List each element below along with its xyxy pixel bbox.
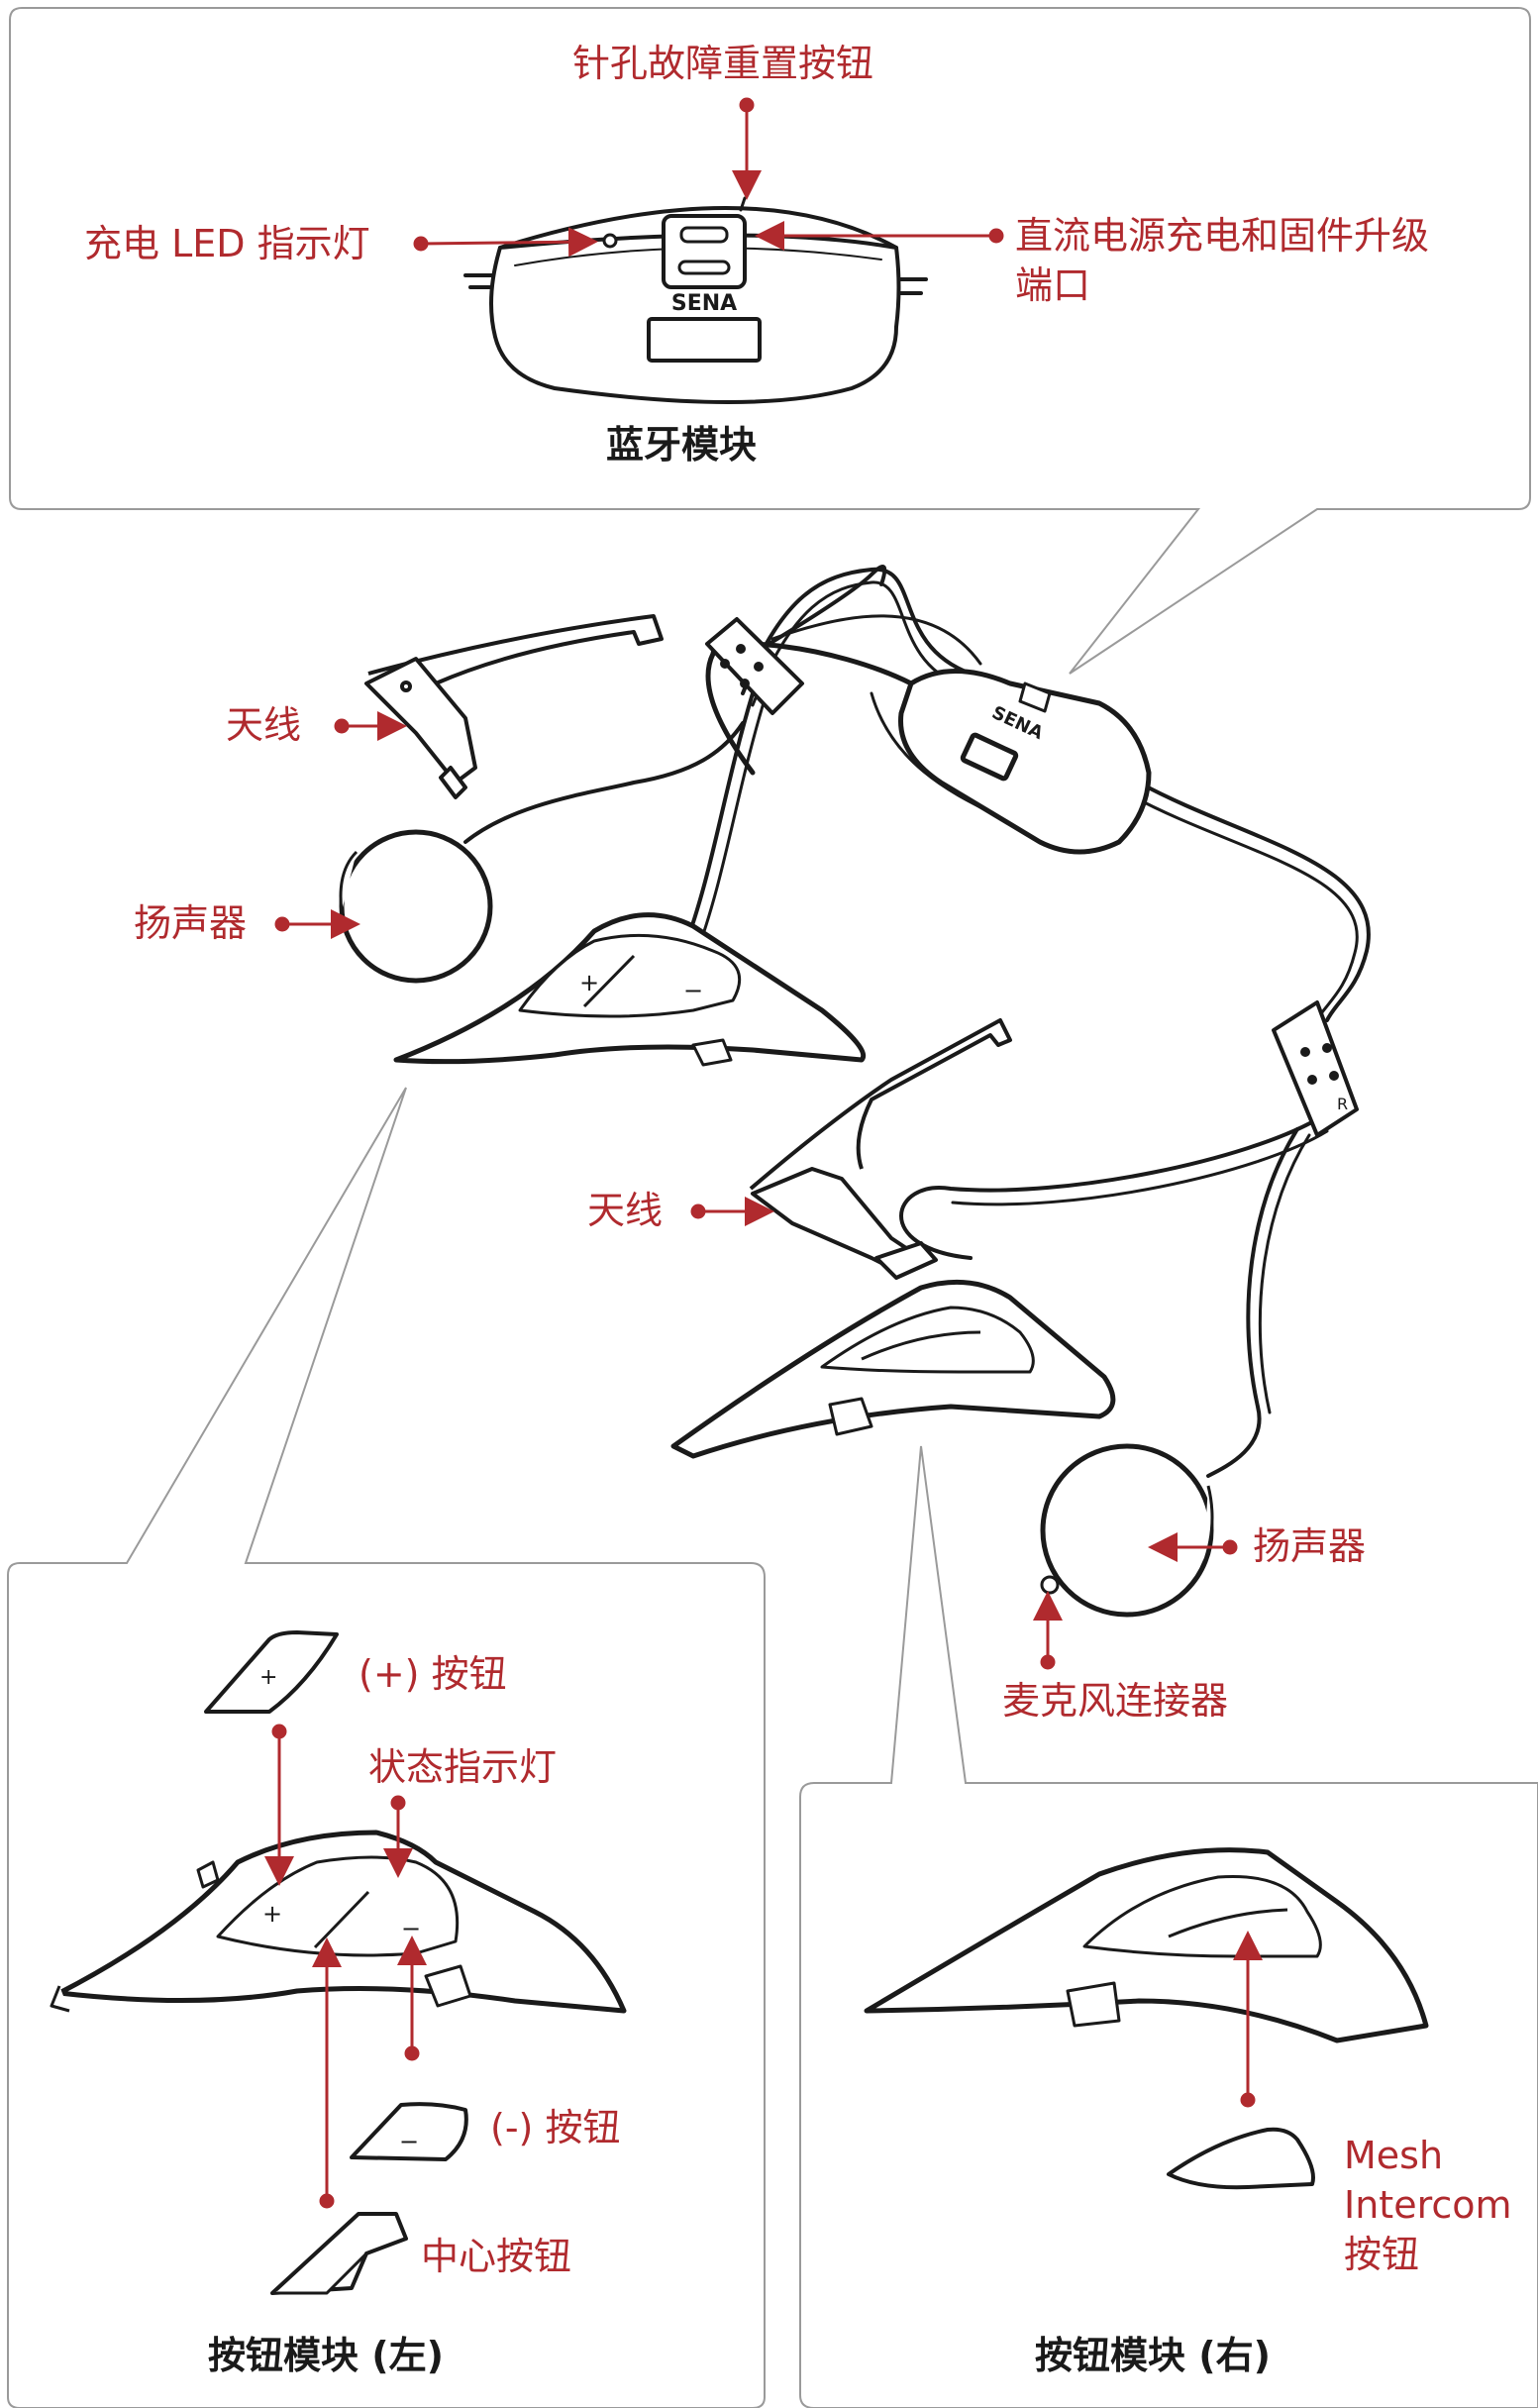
center-button-part	[270, 2212, 408, 2295]
mesh-label-line1: Mesh	[1344, 2134, 1444, 2177]
bluetooth-module-illustration	[463, 196, 928, 404]
right-antenna	[749, 1018, 1012, 1280]
left-speaker	[339, 829, 493, 984]
right-cable-clip: R	[1272, 1000, 1359, 1137]
plus-button-part: +	[204, 1630, 339, 1714]
mesh-label-line2: Intercom	[1344, 2183, 1512, 2227]
minus-button-part: −	[350, 2102, 468, 2161]
left-panel-title: 按钮模块 (左)	[208, 2334, 444, 2377]
minus-button-label: (-) 按钮	[490, 2106, 621, 2149]
speaker-right-label: 扬声器	[1253, 1524, 1367, 1568]
svg-text:−: −	[683, 977, 703, 1004]
mesh-button-part	[1167, 2127, 1315, 2190]
led-arrow	[420, 227, 598, 258]
left-module-detail: + −	[50, 1830, 627, 2014]
antenna-left-label: 天线	[226, 703, 302, 747]
antenna-right-label: 天线	[587, 1189, 664, 1232]
mic-connector-label: 麦克风连接器	[1002, 1679, 1229, 1723]
bluetooth-module-small	[898, 669, 1152, 855]
svg-text:R: R	[1337, 1095, 1348, 1113]
left-button-module: + −	[393, 912, 866, 1067]
dc-port-label-line1: 直流电源充电和固件升级	[1015, 214, 1430, 258]
svg-text:+: +	[579, 969, 599, 996]
right-speaker	[1040, 1443, 1214, 1618]
led-indicator-label: 充电 LED 指示灯	[84, 222, 370, 265]
led-indicator-dot	[602, 233, 618, 249]
status-led-label: 状态指示灯	[368, 1745, 558, 1789]
bluetooth-panel-title: 蓝牙模块	[606, 423, 758, 467]
mesh-label-line3: 按钮	[1344, 2233, 1420, 2276]
reset-button-label: 针孔故障重置按钮	[572, 42, 874, 85]
right-panel-title: 按钮模块 (右)	[1035, 2334, 1271, 2377]
right-button-module	[670, 1279, 1116, 1459]
svg-text:+: +	[259, 1665, 277, 1690]
bluetooth-logo: SENA	[671, 291, 737, 316]
center-button-label: 中心按钮	[421, 2235, 572, 2278]
svg-text:−: −	[401, 1915, 421, 1942]
svg-text:−: −	[399, 2128, 419, 2155]
left-cable-clip	[705, 617, 804, 715]
svg-text:+: +	[262, 1900, 282, 1928]
speaker-left-label: 扬声器	[134, 901, 248, 945]
dc-port-label-line2: 端口	[1015, 263, 1091, 307]
plus-button-label: (+) 按钮	[359, 1652, 507, 1696]
left-antenna	[364, 614, 664, 799]
